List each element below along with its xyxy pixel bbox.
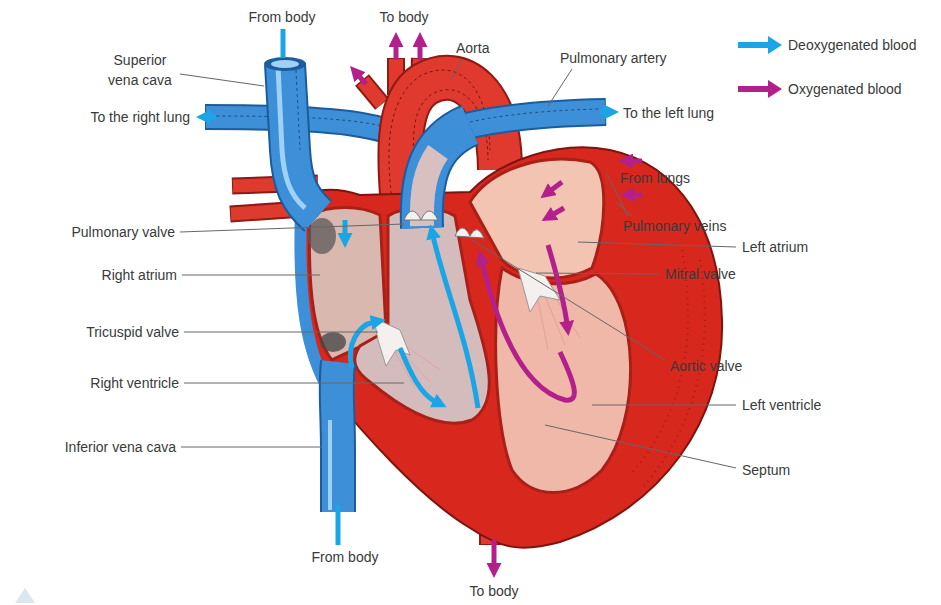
right-ventricle-cavity — [355, 209, 489, 424]
flow-arrow — [492, 540, 497, 566]
leader-line — [472, 240, 665, 360]
legend-arrow — [736, 33, 784, 57]
leader-line — [578, 242, 736, 247]
part-label: Aortic valve — [670, 356, 742, 376]
flow-arrow — [433, 236, 478, 408]
flow-line — [281, 29, 286, 58]
pulmonary-valve-cusps — [404, 211, 438, 220]
flow-arrow — [400, 348, 436, 402]
flow-arrow — [552, 208, 564, 215]
legend-arrow-shaft — [738, 42, 770, 48]
vessel-highlight — [328, 420, 332, 510]
leader-line — [184, 383, 404, 384]
leader-line — [548, 69, 572, 106]
corner-mark — [15, 588, 35, 603]
leader-line — [182, 275, 320, 276]
legend-text: Deoxygenated blood — [788, 35, 916, 55]
oxygenated-flow — [358, 44, 642, 566]
mitral-valve-leaflets — [518, 268, 560, 312]
chordae — [395, 292, 580, 388]
vein-opening — [308, 218, 336, 254]
flow-arrow — [600, 110, 607, 115]
heart-wall — [300, 147, 722, 547]
vena-cava — [278, 64, 338, 512]
legend-row: Oxygenated blood — [736, 77, 936, 101]
part-label: Pulmonary veins — [623, 216, 727, 236]
part-label: To the right lung — [90, 107, 190, 127]
part-label: Left atrium — [742, 237, 808, 257]
legend-row: Deoxygenated blood — [736, 33, 936, 57]
legend-text: Oxygenated blood — [788, 79, 902, 99]
part-label: Aorta — [456, 38, 489, 58]
leader-lines — [180, 59, 736, 468]
flow-arrow — [630, 159, 642, 164]
flow-arrow — [548, 245, 567, 324]
part-label: Pulmonary artery — [560, 48, 667, 68]
part-label: Mitral valve — [665, 264, 736, 284]
part-label: From body — [249, 7, 316, 27]
leader-line — [536, 273, 659, 274]
legend-arrow-head — [768, 80, 782, 98]
leader-line — [452, 59, 462, 78]
part-label: Tricuspid valve — [86, 322, 179, 342]
aortic-valve-cusps — [455, 228, 484, 238]
flow-arrow — [550, 182, 562, 191]
branch-fill — [363, 81, 382, 104]
leader-line — [181, 447, 322, 448]
part-label: Right ventricle — [90, 373, 179, 393]
flow-arrow — [394, 44, 399, 60]
vessel-opening — [271, 60, 299, 68]
part-label: From lungs — [620, 168, 690, 188]
flow-arrow — [350, 322, 374, 368]
flow-arrow — [418, 44, 423, 60]
vessel-opening — [264, 57, 306, 71]
part-label: Superior vena cava — [98, 50, 182, 90]
flow-line — [336, 505, 341, 545]
legend-arrow-head — [768, 36, 782, 54]
chorda — [538, 300, 548, 350]
part-label: From body — [312, 547, 379, 567]
flow-arrow — [208, 115, 216, 120]
leader-line — [180, 224, 404, 232]
flow-arrow — [482, 262, 574, 400]
left-atrium-cavity — [470, 159, 604, 278]
leader-line — [180, 74, 264, 86]
part-label: Inferior vena cava — [65, 437, 176, 457]
part-label: To body — [469, 581, 518, 601]
vessel-highlight — [278, 66, 305, 208]
flow-arrow — [632, 193, 642, 198]
part-label: To the left lung — [623, 103, 714, 123]
vein-opening — [320, 332, 346, 352]
legend-arrow — [736, 77, 784, 101]
vessel-line — [470, 109, 600, 122]
flow-arrow — [358, 75, 366, 84]
part-label: Right atrium — [102, 265, 177, 285]
part-label: Left ventricle — [742, 395, 821, 415]
vessel-line — [296, 70, 300, 150]
vessel-outline — [337, 362, 338, 512]
legend-arrow-shaft — [738, 86, 770, 92]
vessel-fill — [337, 362, 338, 512]
leader-line — [545, 425, 736, 468]
muscle-striation — [640, 260, 705, 490]
part-label: Septum — [742, 460, 790, 480]
leader-line — [592, 405, 736, 406]
pulmonary-trunk — [422, 109, 606, 228]
leader-line — [184, 332, 378, 333]
flow-arrow — [343, 220, 348, 236]
part-label: To body — [379, 7, 428, 27]
part-label: Pulmonary valve — [72, 222, 176, 242]
